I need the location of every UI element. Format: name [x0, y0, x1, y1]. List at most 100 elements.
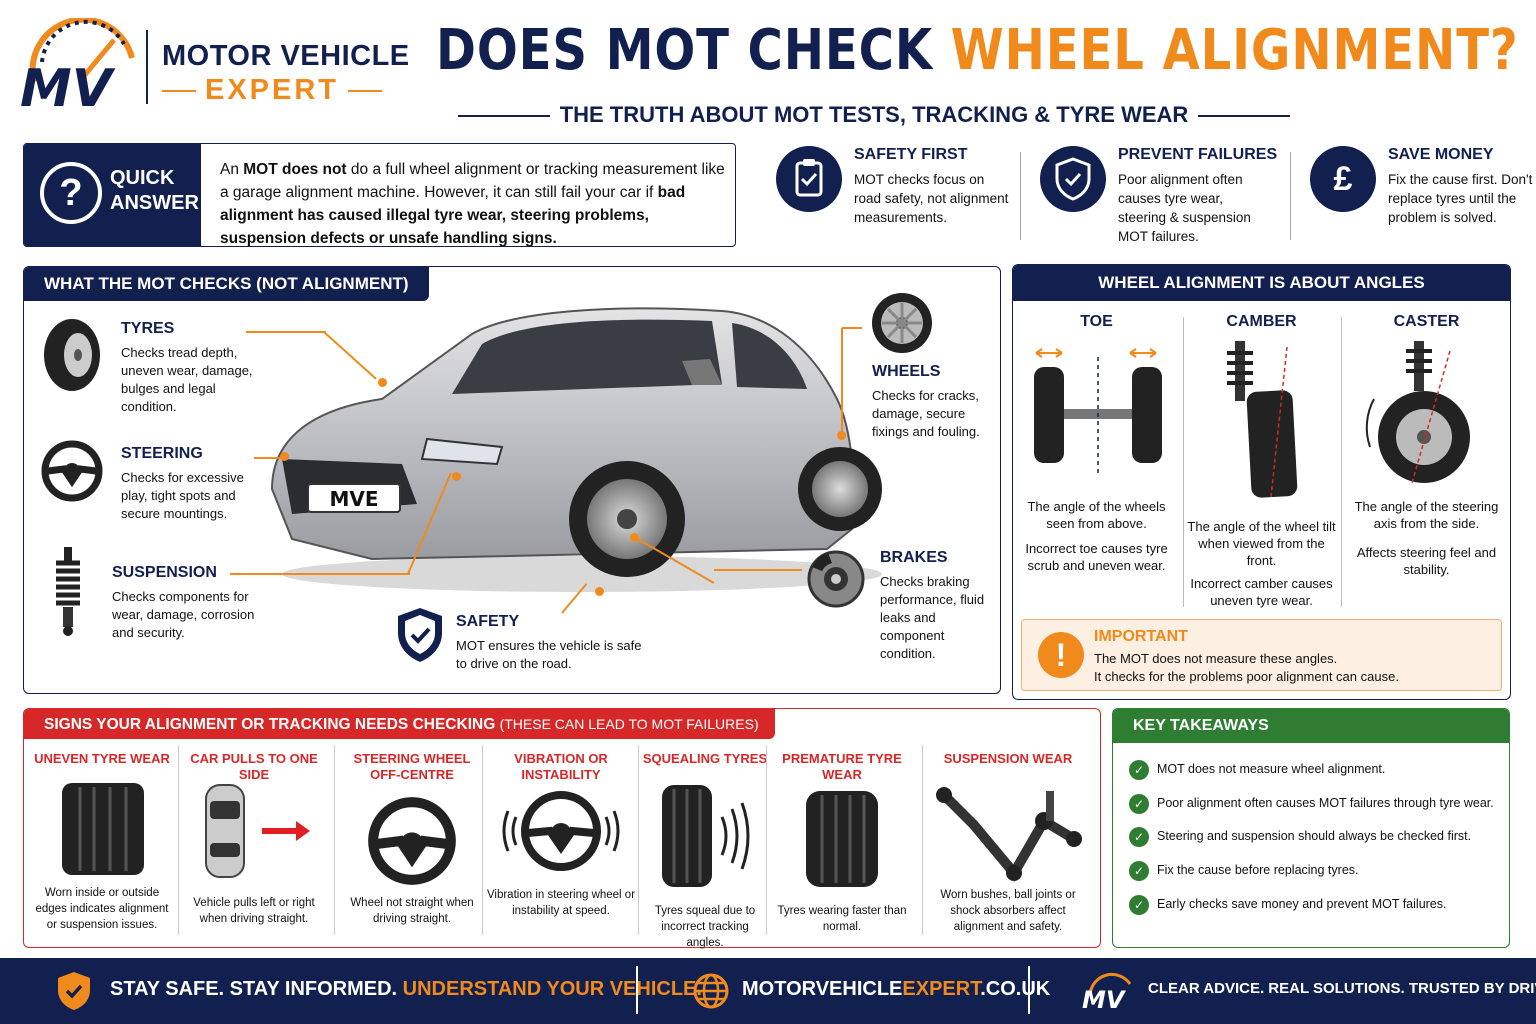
takeaway-item: ✓Steering and suspension should always b…: [1129, 826, 1471, 847]
benefit-prevent-failures: PREVENT FAILURES Poor alignment often ca…: [1040, 146, 1280, 246]
shield-check-icon: [398, 608, 442, 662]
page-subtitle: THE TRUTH ABOUT MOT TESTS, TRACKING & TY…: [458, 102, 1290, 128]
sign-squealing-tyres: SQUEALING TYRES Tyres squeal due to inco…: [642, 751, 768, 949]
callout-dot: [280, 452, 289, 461]
check-text: MOT ensures the vehicle is safe to drive…: [456, 638, 642, 671]
takeaway-item: ✓MOT does not measure wheel alignment.: [1129, 759, 1385, 780]
sign-text: Tyres squeal due to incorrect tracking a…: [654, 905, 756, 949]
shield-check-icon: [1040, 146, 1106, 212]
qa-text-c: do a full wheel alignment or tracking me…: [220, 161, 725, 201]
angle-title: TOE: [1080, 313, 1113, 330]
toe-diagram-icon: [1033, 348, 1162, 477]
globe-icon: [693, 973, 729, 1009]
sign-car-pulls: CAR PULLS TO ONE SIDE Vehicle pulls left…: [184, 751, 324, 947]
sign-title: VIBRATION OR INSTABILITY: [514, 751, 608, 782]
sign-uneven-tyre-wear: UNEVEN TYRE WEAR Worn inside or outside …: [32, 751, 172, 947]
vibrating-wheel-icon: [502, 791, 620, 871]
takeaway-item: ✓Early checks save money and prevent MOT…: [1129, 894, 1446, 915]
takeaway-text: Poor alignment often causes MOT failures…: [1157, 796, 1494, 810]
callout-line: [842, 327, 862, 329]
footer-slogan-b: UNDERSTAND YOUR VEHICLE.: [402, 978, 702, 1000]
benefit-divider: [1020, 152, 1021, 240]
check-title: WHEELS: [872, 363, 941, 380]
check-title: SAFETY: [456, 613, 520, 630]
sign-title: CAR PULLS TO ONE SIDE: [190, 751, 318, 782]
callout-line: [254, 457, 284, 459]
benefit-divider: [1290, 152, 1291, 240]
check-title: BRAKES: [880, 549, 948, 566]
key-takeaways-heading: KEY TAKEAWAYS: [1113, 709, 1509, 743]
callout-dot: [837, 431, 846, 440]
check-title: SUSPENSION: [112, 564, 217, 581]
important-title: IMPORTANT: [1094, 628, 1188, 645]
alignment-angles-panel: WHEEL ALIGNMENT IS ABOUT ANGLES TOE The …: [1012, 264, 1511, 700]
qa-text-d: bad alignment has caused illegal tyre we…: [220, 184, 686, 247]
check-tyres: TYRES Checks tread depth, uneven wear, d…: [121, 320, 261, 416]
benefit-text: Poor alignment often causes tyre wear, s…: [1118, 172, 1251, 244]
angle-text: Incorrect toe causes tyre scrub and unev…: [1025, 541, 1168, 573]
qa-text-b: MOT does not: [243, 161, 347, 178]
sign-text: Wheel not straight when driving straight…: [350, 897, 474, 925]
question-icon: ?: [40, 162, 102, 224]
brand-name-line2: EXPERT: [162, 74, 382, 107]
callout-dot: [378, 378, 387, 387]
suspension-arm-icon: [936, 787, 1082, 882]
brand-logo: MV: [14, 18, 394, 110]
angle-toe: TOE The angle of the wheels seen from ab…: [1019, 313, 1174, 574]
website-link[interactable]: MOTORVEHICLEEXPERT.CO.UK: [742, 978, 1050, 1001]
page-title: DOES MOT CHECK WHEEL ALIGNMENT?: [436, 18, 1519, 83]
shield-check-icon: [58, 972, 90, 1010]
callout-dot: [630, 533, 639, 542]
sign-title: SQUEALING TYRES: [642, 751, 768, 766]
signs-heading-note: (THESE CAN LEAD TO MOT FAILURES): [499, 716, 759, 732]
car-illustration: MVE: [270, 307, 882, 592]
footer-slogan-a: STAY SAFE. STAY INFORMED.: [110, 978, 403, 1000]
important-note: ! IMPORTANT The MOT does not measure the…: [1021, 619, 1502, 691]
check-suspension: SUSPENSION Checks components for wear, d…: [112, 564, 262, 642]
important-line1: The MOT does not measure these angles.: [1094, 651, 1338, 666]
wheel-icon: [872, 293, 932, 353]
sign-divider: [178, 745, 179, 935]
sign-text: Tyres wearing faster than normal.: [777, 905, 907, 933]
qa-label-line2: ANSWER: [110, 192, 199, 214]
site-part-b: EXPERT: [902, 978, 981, 1000]
sign-divider: [482, 745, 483, 935]
sign-suspension-wear: SUSPENSION WEAR Worn bushes, ball joints…: [928, 751, 1088, 947]
check-circle-icon: ✓: [1129, 860, 1149, 881]
check-text: Checks tread depth, uneven wear, damage,…: [121, 345, 253, 414]
sign-vibration: VIBRATION OR INSTABILITY Vibration in st…: [486, 751, 636, 947]
footer-logo-letters: MV: [1082, 986, 1127, 1012]
clipboard-icon: [776, 146, 842, 212]
sign-text: Vehicle pulls left or right when driving…: [193, 897, 315, 925]
logo-divider: [146, 30, 148, 104]
title-part2: WHEEL ALIGNMENT?: [950, 18, 1519, 83]
worn-tyre-icon: [62, 783, 144, 875]
check-circle-icon: ✓: [1129, 793, 1149, 814]
mv-logo-small-icon: MV: [1082, 973, 1132, 1012]
angle-title: CAMBER: [1226, 313, 1297, 330]
sign-divider: [334, 745, 335, 935]
signs-heading: SIGNS YOUR ALIGNMENT OR TRACKING NEEDS C…: [24, 709, 775, 739]
takeaway-text: MOT does not measure wheel alignment.: [1157, 762, 1386, 776]
callout-line: [230, 573, 410, 575]
sign-title: STEERING WHEEL OFF-CENTRE: [353, 751, 471, 782]
steering-wheel-icon: [41, 440, 103, 502]
exclamation-icon: !: [1038, 632, 1084, 678]
benefit-text: Fix the cause first. Don't replace tyres…: [1388, 172, 1533, 225]
sign-divider: [638, 745, 639, 935]
brake-disc-icon: [807, 550, 865, 608]
sign-title: UNEVEN TYRE WEAR: [34, 751, 170, 766]
signs-panel: SIGNS YOUR ALIGNMENT OR TRACKING NEEDS C…: [23, 708, 1101, 949]
check-circle-icon: ✓: [1129, 826, 1149, 847]
squealing-tyre-icon: [662, 785, 750, 887]
brand-name-line1: MOTOR VEHICLE: [162, 40, 410, 72]
callout-line: [714, 569, 802, 571]
callout-line: [841, 328, 843, 436]
takeaway-text: Early checks save money and prevent MOT …: [1157, 897, 1447, 911]
shock-absorber-icon: [56, 547, 80, 636]
check-title: STEERING: [121, 445, 203, 462]
angle-text: Incorrect camber causes uneven tyre wear…: [1190, 576, 1333, 608]
tyre-icon: [806, 791, 878, 887]
